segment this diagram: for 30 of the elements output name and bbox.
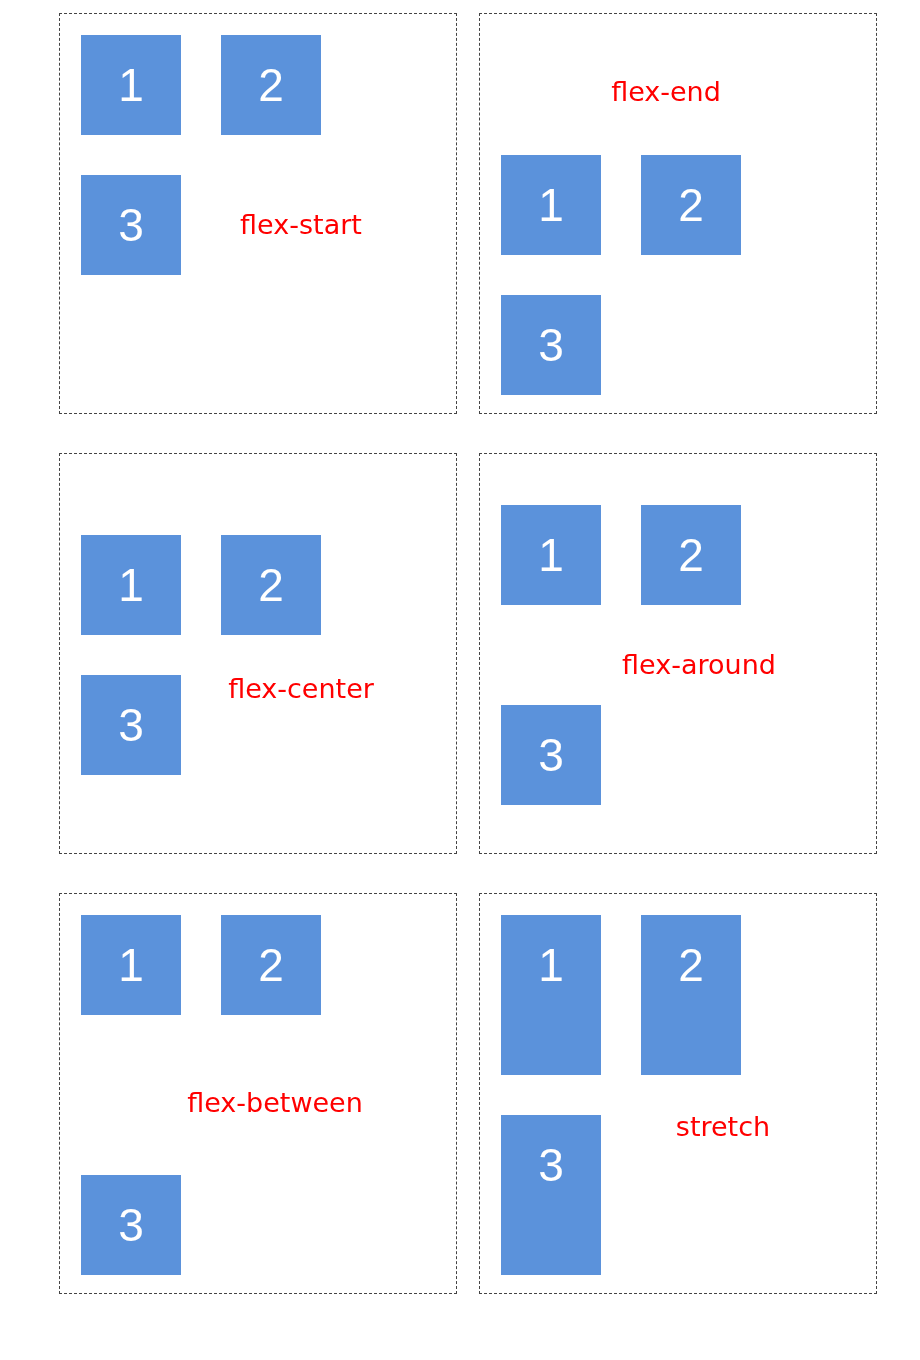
dashed-panel <box>59 13 457 414</box>
panel-label: flex-end <box>611 75 721 107</box>
numbered-box: 1 <box>501 915 601 1075</box>
numbered-box: 1 <box>81 915 181 1015</box>
dashed-panel <box>479 893 877 1294</box>
numbered-box: 3 <box>81 675 181 775</box>
numbered-box: 1 <box>81 535 181 635</box>
numbered-box: 2 <box>221 915 321 1015</box>
dashed-panel <box>479 13 877 414</box>
panel-label: flex-around <box>622 648 776 680</box>
dashed-panel <box>59 453 457 854</box>
panel-label: flex-between <box>187 1086 363 1118</box>
numbered-box: 3 <box>501 1115 601 1275</box>
numbered-box: 3 <box>81 175 181 275</box>
panel-label: flex-start <box>240 208 362 240</box>
panel-label: stretch <box>675 1110 771 1142</box>
numbered-box: 2 <box>641 155 741 255</box>
numbered-box: 2 <box>221 35 321 135</box>
numbered-box: 3 <box>501 705 601 805</box>
numbered-box: 1 <box>501 155 601 255</box>
numbered-box: 1 <box>501 505 601 605</box>
numbered-box: 2 <box>641 915 741 1075</box>
numbered-box: 1 <box>81 35 181 135</box>
numbered-box: 2 <box>641 505 741 605</box>
panel-label: flex-center <box>228 672 374 704</box>
dashed-panel <box>479 453 877 854</box>
numbered-box: 2 <box>221 535 321 635</box>
numbered-box: 3 <box>501 295 601 395</box>
numbered-box: 3 <box>81 1175 181 1275</box>
dashed-panel <box>59 893 457 1294</box>
